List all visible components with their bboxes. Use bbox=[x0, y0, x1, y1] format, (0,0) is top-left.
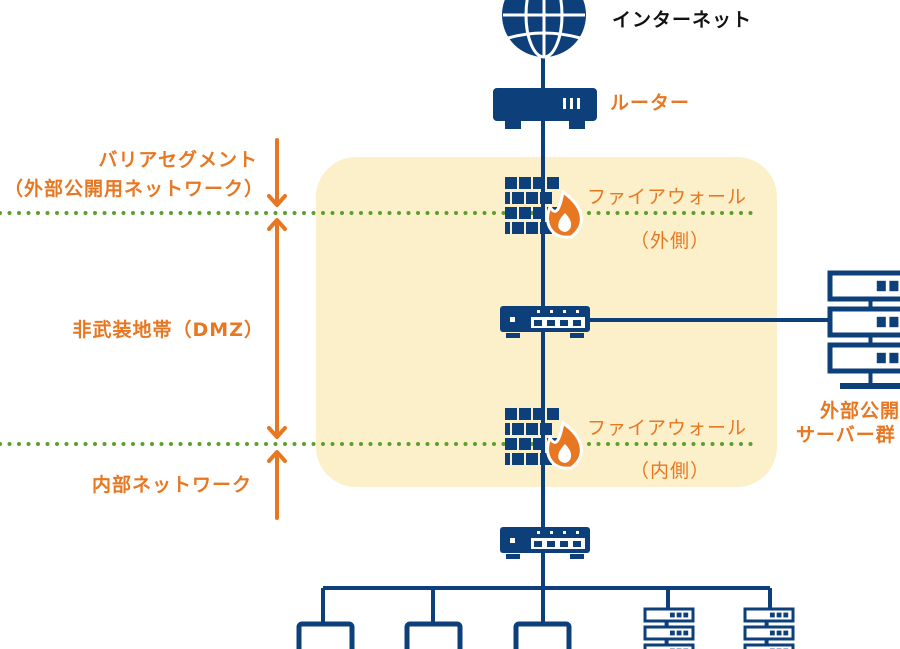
arrow-up-icon bbox=[267, 450, 287, 520]
internet-label: インターネット bbox=[612, 9, 753, 31]
arrow-down-icon bbox=[267, 138, 287, 207]
firewall-outer-icon bbox=[505, 177, 583, 239]
firewall-inner-icon bbox=[505, 408, 583, 470]
public-server-icon bbox=[827, 270, 900, 389]
pc-icon bbox=[404, 621, 463, 649]
switch-dmz-icon bbox=[500, 306, 590, 338]
pc-icon bbox=[296, 621, 355, 649]
fw-outer-side: （外側） bbox=[630, 230, 711, 252]
fw-outer-label: ファイアウォール bbox=[587, 186, 748, 208]
fw-inner-side: （内側） bbox=[630, 460, 711, 482]
fw-inner-label: ファイアウォール bbox=[587, 417, 748, 439]
server-label-2: サーバー群 bbox=[796, 424, 896, 446]
internal-server-icon bbox=[743, 607, 795, 649]
dmz-label: 非武装地帯（DMZ） bbox=[72, 319, 264, 341]
internal-tree bbox=[321, 586, 772, 624]
router-label: ルーター bbox=[610, 92, 691, 114]
globe-icon bbox=[502, 0, 586, 59]
barrier-label: バリアセグメント bbox=[98, 149, 258, 171]
arrow-both-icon bbox=[267, 218, 287, 439]
switch-internal-icon bbox=[500, 527, 590, 559]
server-label-1: 外部公開 bbox=[820, 400, 900, 422]
pc-icon bbox=[513, 621, 572, 649]
internal-label: 内部ネットワーク bbox=[91, 474, 252, 496]
barrier-sublabel: （外部公開用ネットワーク） bbox=[3, 178, 264, 200]
internal-server-icon bbox=[643, 607, 695, 649]
router-icon bbox=[493, 88, 597, 129]
